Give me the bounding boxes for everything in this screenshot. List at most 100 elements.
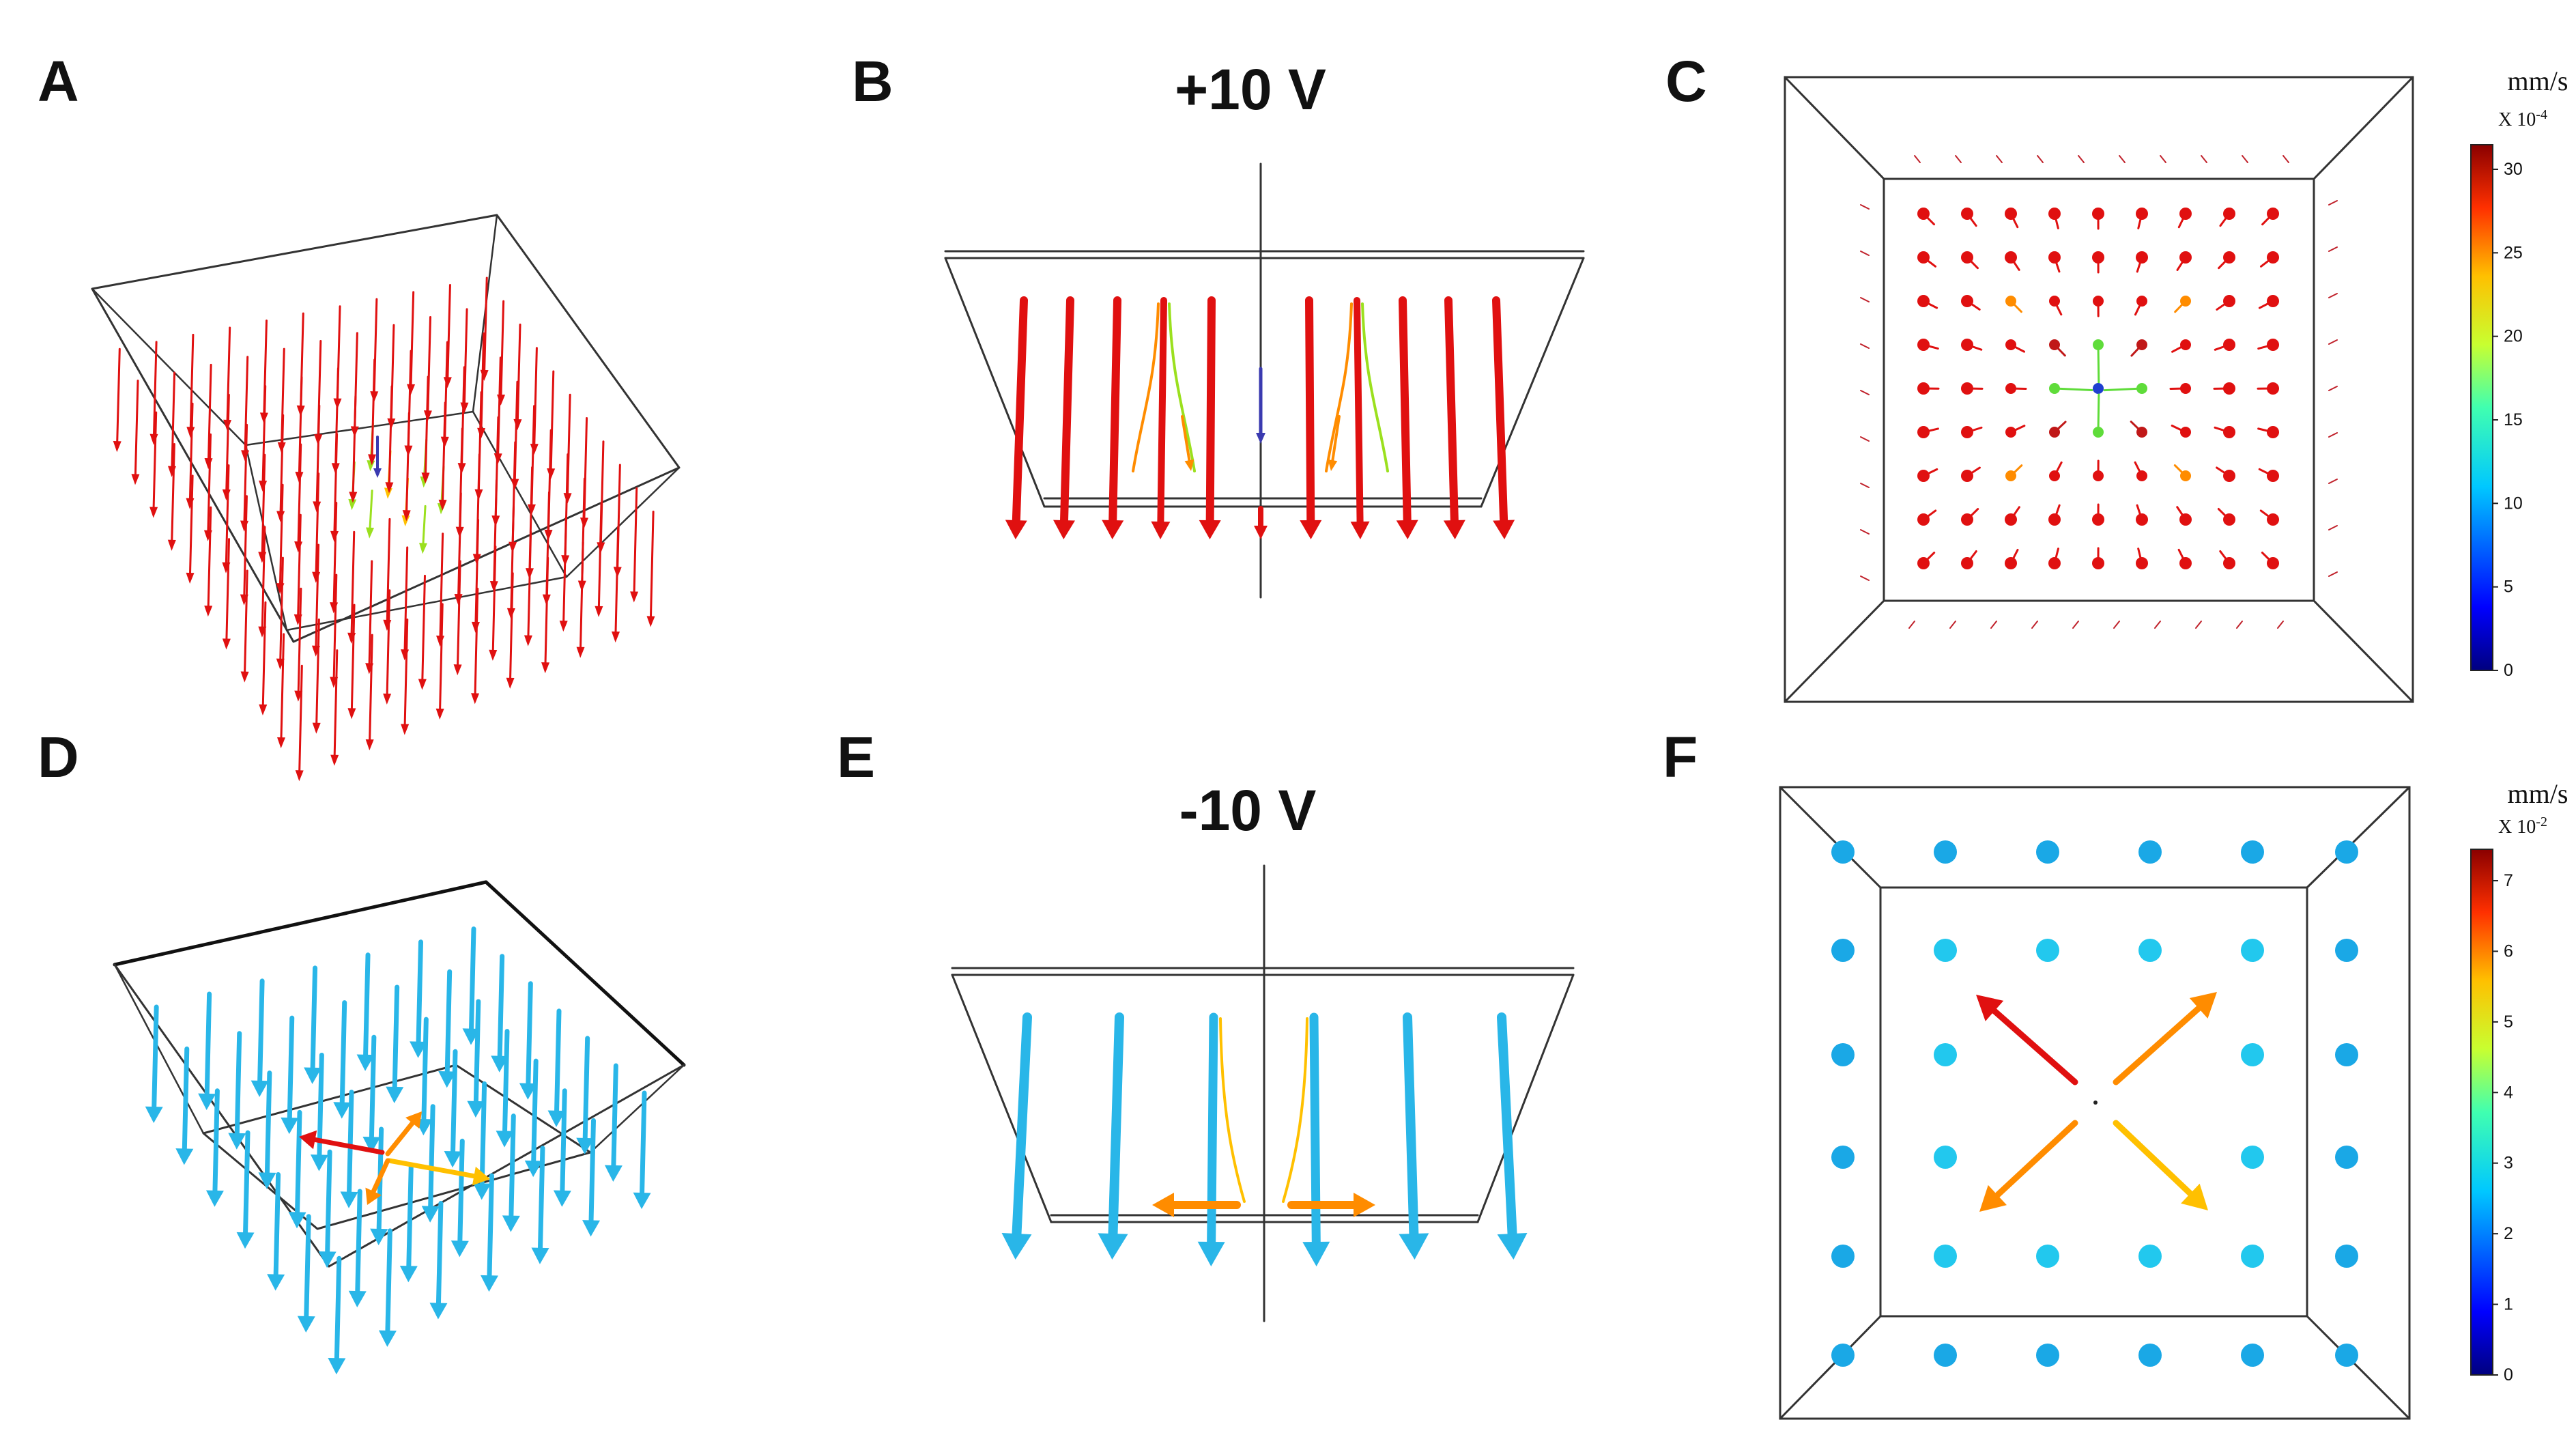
flow-arrow [444,1049,462,1168]
arrow-shaft [1181,415,1191,462]
arrow-shaft [533,347,538,445]
flow-arrow [340,1090,358,1208]
arrow-head [312,571,321,583]
flow-tick [2097,343,2100,384]
arrow-head [1493,520,1515,539]
colorbar-top-tick-label: 10 [2504,494,2523,513]
flow-arrow [356,952,375,1071]
flow-streamline [1361,302,1389,472]
arrow-head [296,405,305,417]
arrow-shaft [310,965,318,1070]
arrow-shaft [480,332,485,429]
flow-dot [2223,513,2235,526]
flow-dot [2335,1245,2358,1268]
flow-dot [2267,382,2279,395]
flow-arrow [350,332,359,438]
flow-arrow [330,501,339,614]
flow-dot [1831,840,1855,864]
arrow-shaft [385,1120,415,1156]
panel-label-c: C [1665,49,1707,113]
box-inner-outline [1883,178,2315,602]
arrow-shaft [469,926,476,1032]
colorbar-bottom-tick-label: 7 [2504,871,2513,890]
arrow-shaft [611,1063,618,1168]
colorbar-top-tick-label: 15 [2504,410,2523,429]
arrow-head [205,1190,224,1207]
arrow-shaft [554,1008,562,1113]
flow-dot [2138,1344,2162,1367]
flow-arrow [288,1109,306,1229]
arrow-shaft [427,316,432,412]
arrow-shaft [261,526,266,628]
flow-dot [1831,1146,1855,1169]
panel-a-3d-flow-positive [91,214,681,782]
flow-arrow [313,404,321,513]
box-edge [589,1064,685,1154]
flow-arrow [348,1189,367,1308]
panel-e-side-flow-negative [951,864,1575,1322]
flow-arrow [1005,296,1028,539]
arrow-head [222,489,231,500]
box-inner-outline [1879,886,2308,1318]
arrow-shaft [1444,296,1459,525]
arrow-shaft [317,1052,324,1157]
arrow-head [489,581,498,593]
arrow-head [1152,1193,1174,1217]
arrow-shaft [509,1113,516,1219]
flow-dot [2048,208,2061,220]
flow-dot [2179,513,2192,526]
arrow-head [457,463,466,474]
flow-arrow [453,560,462,676]
flow-tick [2195,621,2202,629]
flow-tick [1860,297,1870,302]
arrow-shaft [428,1104,435,1209]
flow-dot [2092,513,2104,526]
box-edge [2313,76,2414,180]
flow-arrow [149,341,158,445]
flow-dot [2179,557,2192,569]
arrow-head [405,1111,422,1129]
flow-arrow-center [1287,1193,1375,1217]
flow-dot [1917,426,1930,438]
flow-arrow [222,538,231,650]
flow-dot [2223,557,2235,569]
arrow-head [378,1330,397,1347]
flow-tick [2328,432,2338,438]
arrow-shaft [1108,1012,1124,1239]
arrow-head [455,526,464,538]
box-edge [1779,1315,1882,1420]
arrow-head [175,1148,194,1165]
arrow-shaft [588,1118,596,1223]
arrow-shaft [1331,415,1341,462]
flow-dot [2092,557,2104,569]
flow-arrow [240,423,249,532]
flow-tick [2119,155,2126,163]
flow-arrow [204,363,213,470]
arrow-head [240,594,248,606]
arrow-head [348,498,357,511]
colorbar-bottom-tick-label: 3 [2504,1154,2513,1173]
flow-dot [2136,208,2148,220]
arrow-head [333,1102,352,1119]
arrow-head [203,530,212,541]
flow-arrow [530,347,539,455]
arrow-shaft [332,573,338,679]
arrow-shaft [1012,1012,1032,1239]
arrow-head [1976,995,2004,1021]
arrow-shaft [497,954,505,1059]
arrow-head [384,487,392,499]
flow-arrow [646,510,655,627]
flow-arrow [383,517,392,631]
flow-arrow [1102,296,1124,539]
box-edge [91,287,247,446]
flow-tick [2282,155,2289,163]
arrow-head [401,515,410,527]
arrow-shaft [446,283,451,378]
flow-dot [2267,295,2279,307]
arrow-shaft [207,433,212,532]
arrow-head [365,663,374,675]
arrow-head [526,568,534,580]
arrow-shaft [287,1015,295,1120]
flow-arrow [258,1070,276,1189]
arrow-shaft [560,1088,567,1193]
